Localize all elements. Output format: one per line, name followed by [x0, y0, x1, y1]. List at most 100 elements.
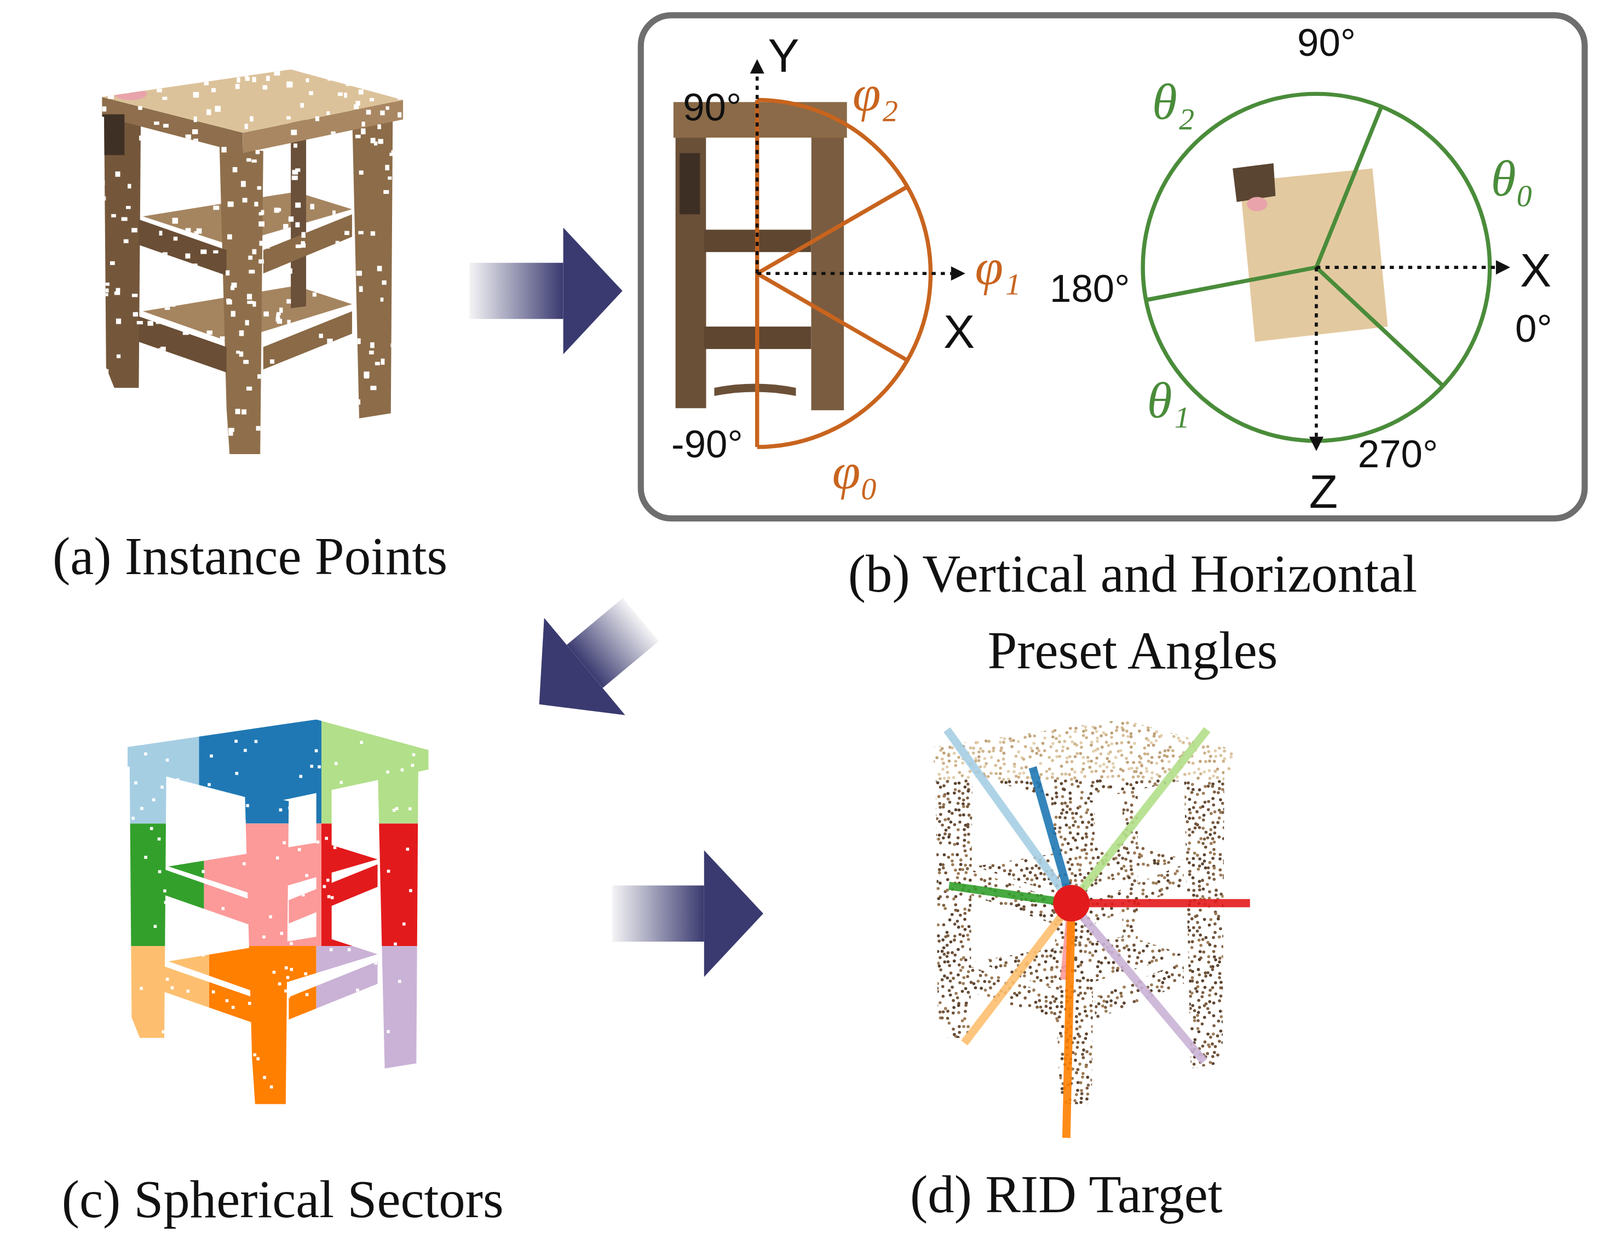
point-gap	[273, 71, 280, 76]
cloud-point	[1002, 863, 1006, 867]
point-gap	[323, 884, 327, 889]
cloud-point	[962, 813, 966, 817]
cloud-point	[983, 1052, 987, 1056]
cloud-point	[981, 1006, 986, 1011]
point-gap	[220, 721, 224, 725]
cloud-point	[983, 1098, 987, 1102]
point-gap	[305, 992, 309, 997]
cloud-point	[1058, 1102, 1062, 1107]
point-gap	[357, 68, 362, 73]
point-gap	[369, 98, 374, 102]
cloud-point	[985, 953, 989, 957]
cloud-point	[932, 792, 936, 797]
cloud-point	[1037, 993, 1041, 997]
cloud-point	[945, 954, 949, 958]
cloud-point	[987, 1056, 991, 1061]
cloud-point	[981, 1041, 986, 1045]
cloud-point	[931, 958, 936, 963]
cloud-point	[1019, 906, 1023, 911]
cloud-point	[976, 993, 980, 998]
cloud-point	[984, 822, 988, 827]
cloud-point	[939, 785, 943, 789]
cloud-point	[1035, 1005, 1039, 1009]
cloud-point	[935, 879, 939, 883]
cloud-point	[956, 919, 960, 923]
cloud-point	[1033, 1098, 1038, 1103]
cloud-point	[1057, 724, 1062, 729]
cloud-point	[1033, 1027, 1038, 1031]
cloud-point	[1022, 718, 1026, 723]
cloud-point	[982, 832, 987, 836]
point-gap	[295, 202, 301, 209]
cloud-point	[1063, 801, 1068, 805]
cloud-point	[957, 755, 961, 759]
cloud-point	[1034, 751, 1039, 756]
cloud-point	[1043, 918, 1047, 923]
cloud-point	[1017, 983, 1022, 988]
cloud-point	[986, 1025, 990, 1029]
cloud-point	[977, 797, 982, 802]
point-gap	[426, 814, 430, 818]
stool-part	[263, 311, 353, 370]
point-gap	[157, 837, 161, 841]
point-gap	[339, 780, 343, 785]
cloud-point	[971, 808, 976, 812]
cloud-point	[978, 967, 982, 971]
cloud-point	[968, 903, 972, 907]
point-gap	[279, 307, 283, 314]
point-gap	[188, 193, 194, 199]
point-gap	[193, 231, 199, 238]
point-gap	[382, 280, 387, 285]
cloud-point	[930, 1076, 935, 1080]
cloud-point	[987, 993, 991, 998]
point-gap	[225, 270, 230, 276]
cloud-point	[971, 790, 976, 794]
cloud-point	[1050, 1064, 1055, 1068]
cloud-point	[1032, 795, 1037, 799]
sector-region	[316, 945, 445, 1120]
point-gap	[297, 1023, 302, 1028]
cloud-point	[1017, 1029, 1022, 1033]
cloud-point	[987, 928, 991, 932]
cloud-point	[1028, 755, 1032, 759]
cloud-point	[1000, 780, 1004, 784]
cloud-point	[1061, 808, 1065, 812]
cloud-point	[963, 863, 968, 867]
cloud-point	[969, 929, 973, 933]
cloud-point	[963, 927, 968, 931]
point-gap	[384, 82, 391, 89]
cloud-point	[979, 1062, 983, 1066]
point-gap	[343, 92, 348, 98]
cloud-point	[952, 791, 957, 795]
cloud-point	[1025, 927, 1029, 931]
cloud-point	[1065, 756, 1069, 760]
cloud-point	[1039, 1034, 1044, 1039]
cloud-point	[994, 846, 998, 850]
cloud-point	[1011, 1103, 1016, 1108]
cloud-point	[996, 719, 1000, 723]
cloud-point	[933, 779, 937, 783]
point-gap	[246, 293, 252, 299]
point-gap	[165, 175, 172, 180]
cloud-point	[1053, 822, 1057, 827]
cloud-point	[1037, 1041, 1041, 1045]
cloud-point	[1007, 925, 1011, 929]
cloud-point	[987, 801, 991, 805]
cloud-point	[972, 981, 976, 986]
point-gap	[154, 146, 161, 151]
cloud-point	[1023, 919, 1028, 923]
cloud-point	[1031, 903, 1035, 907]
sector-region	[117, 711, 199, 824]
point-gap	[299, 774, 303, 779]
cloud-point	[1038, 761, 1043, 765]
point-gap	[246, 158, 252, 162]
cloud-point	[982, 838, 987, 843]
cloud-point	[1000, 852, 1004, 856]
cloud-point	[965, 974, 970, 978]
cloud-point	[1032, 1082, 1037, 1086]
cloud-point	[947, 753, 951, 757]
cloud-point	[946, 816, 951, 821]
cloud-point	[963, 1051, 968, 1056]
cloud-point	[988, 969, 993, 973]
cloud-point	[950, 985, 954, 989]
